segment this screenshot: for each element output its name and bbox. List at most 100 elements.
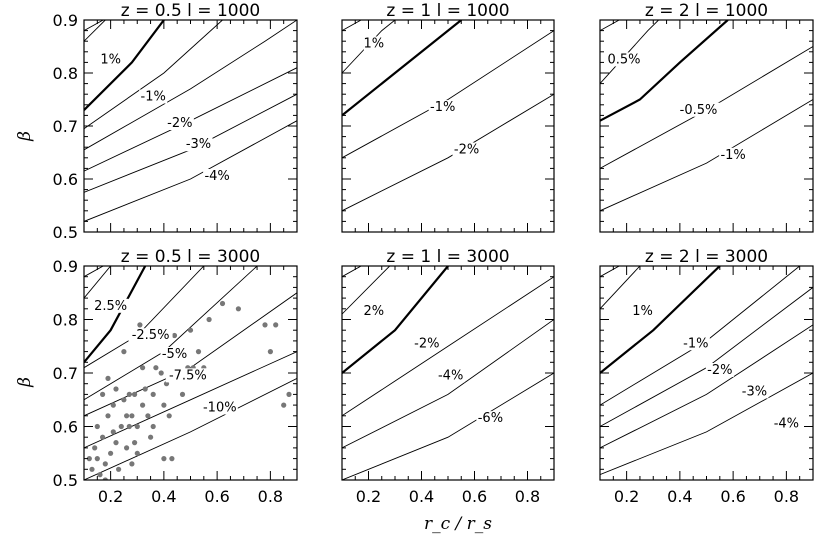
- data-point-10: [102, 477, 108, 480]
- y-tick-label: 0.9: [53, 11, 78, 30]
- contour-line-5: [600, 372, 813, 476]
- zero-contour-line: [342, 20, 462, 117]
- data-point-11: [105, 413, 111, 419]
- contour-label-bg: [428, 100, 457, 115]
- contour-label-5: -10%: [203, 400, 237, 415]
- contour-label-5: -4%: [204, 169, 229, 184]
- data-point-36: [145, 413, 151, 419]
- data-point-8: [100, 434, 106, 440]
- x-tick-label: 0.8: [515, 487, 540, 506]
- contour-line-2: [342, 276, 554, 417]
- data-point-46: [166, 413, 172, 419]
- y-axis-label-bottom: β: [15, 377, 35, 388]
- y-axis-label-top: β: [15, 131, 35, 142]
- contour-line-3: [342, 319, 554, 449]
- data-point-20: [121, 349, 127, 355]
- y-tick-label: 0.8: [53, 64, 78, 83]
- plot-area: [84, 266, 297, 480]
- data-point-48: [171, 332, 178, 339]
- contour-label-bg: [203, 169, 232, 183]
- data-point-15: [110, 429, 116, 435]
- corner-contour-1: [600, 266, 620, 278]
- y-tick-label: 0.7: [53, 117, 78, 136]
- corner-contour-1: [342, 266, 362, 278]
- contour-line-1: [342, 266, 391, 315]
- contour-label-4: -3%: [186, 137, 211, 152]
- contour-label-bg: [184, 137, 213, 152]
- zero-contour-line: [84, 266, 147, 364]
- contour-line-1: [342, 20, 396, 74]
- data-point-14: [110, 402, 116, 408]
- contour-label-bg: [436, 368, 465, 383]
- contour-label-1: 1%: [363, 37, 384, 52]
- data-point-23: [124, 445, 130, 451]
- x-tick-label: 0.2: [614, 487, 639, 506]
- contour-label-4: -7.5%: [169, 368, 207, 383]
- data-point-24: [126, 391, 132, 397]
- plot-area: [342, 20, 554, 212]
- data-point-28: [132, 440, 138, 446]
- y-tick-label: 0.5: [53, 223, 78, 242]
- corner-contour-1: [600, 20, 620, 31]
- data-point-18: [116, 466, 122, 472]
- data-point-34: [140, 402, 146, 408]
- contour-label-1: 1%: [100, 52, 121, 67]
- contour-label-bg: [128, 328, 173, 343]
- data-point-2: [89, 466, 95, 472]
- data-point-39: [150, 423, 156, 430]
- x-tick-label: 0.4: [667, 487, 692, 506]
- data-point-30: [134, 450, 140, 456]
- data-point-16: [113, 386, 119, 392]
- contour-label-bg: [772, 416, 801, 431]
- contour-line-4: [342, 372, 554, 480]
- panel-title: z = 1 l = 3000: [386, 247, 509, 267]
- zero-contour-line: [600, 266, 721, 374]
- contour-line-1: [84, 20, 106, 42]
- contour-label-1: 2%: [363, 304, 384, 319]
- contour-label-3: -2%: [167, 116, 192, 131]
- data-point-26: [129, 461, 135, 467]
- zero-contour-line: [84, 20, 165, 111]
- contour-line-4: [600, 324, 813, 449]
- data-point-37: [148, 434, 154, 440]
- x-tick-label: 0.2: [356, 487, 381, 506]
- contour-label-2: -0.5%: [680, 103, 718, 118]
- panel-title: z = 1 l = 1000: [386, 1, 509, 21]
- contour-label-2: -2.5%: [132, 328, 170, 343]
- data-point-33: [140, 365, 146, 371]
- contour-label-bg: [160, 346, 189, 361]
- y-tick-label: 0.9: [53, 257, 78, 276]
- contour-line-6: [84, 120, 297, 222]
- contour-label-3: -1%: [720, 148, 745, 163]
- data-point-5: [94, 456, 100, 462]
- contour-label-bg: [719, 147, 748, 162]
- contour-label-2: -2%: [414, 336, 439, 351]
- contour-label-bg: [363, 36, 384, 51]
- y-tick-label: 0.8: [53, 311, 78, 330]
- zero-contour-line: [600, 20, 729, 122]
- x-tick-label: 0.4: [409, 487, 434, 506]
- data-point-42: [158, 370, 164, 376]
- contour-label-2: -1%: [683, 336, 708, 351]
- data-point-44: [161, 456, 167, 462]
- contour-label-bg: [676, 102, 721, 117]
- contour-label-bg: [412, 336, 441, 351]
- data-point-17: [113, 440, 119, 446]
- data-point-22: [124, 413, 130, 419]
- plot-area: [84, 20, 297, 222]
- data-point-31: [134, 423, 140, 430]
- data-point-32: [137, 322, 143, 328]
- contour-label-5: -4%: [774, 417, 799, 432]
- contour-line-4: [84, 292, 297, 417]
- data-point-60: [219, 300, 226, 307]
- data-point-7: [100, 391, 106, 397]
- panel-title: z = 0.5 l = 3000: [121, 247, 260, 267]
- contour-label-bg: [740, 384, 769, 399]
- contour-label-bg: [452, 142, 481, 157]
